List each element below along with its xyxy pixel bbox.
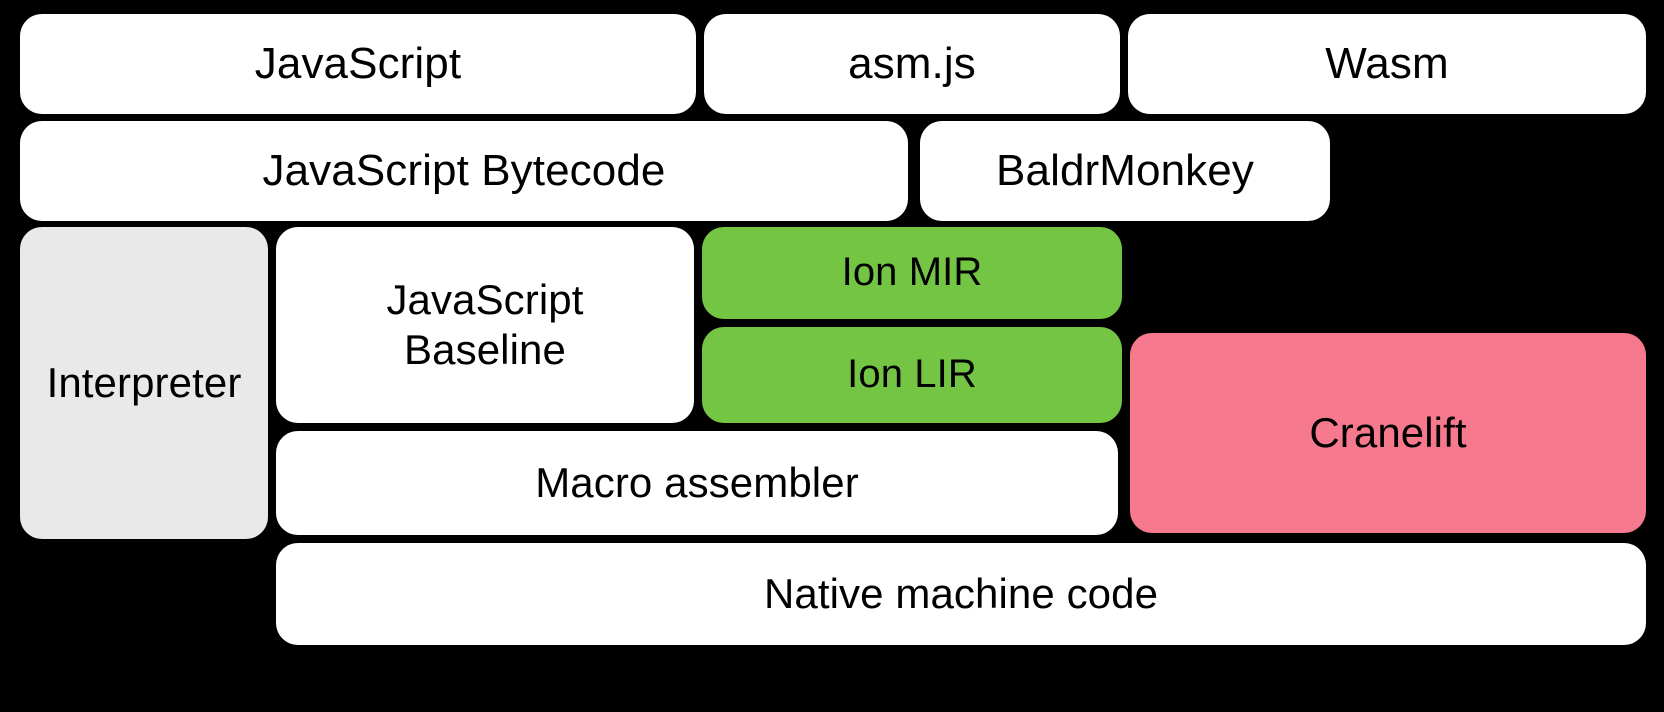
node-interpreter[interactable]: Interpreter [20, 227, 268, 539]
node-javascript[interactable]: JavaScript [20, 14, 696, 114]
node-asm-js[interactable]: asm.js [704, 14, 1120, 114]
node-macro-assembler[interactable]: Macro assembler [276, 431, 1118, 535]
node-ion-lir[interactable]: Ion LIR [702, 327, 1122, 423]
node-javascript-bytecode[interactable]: JavaScript Bytecode [20, 121, 908, 221]
node-baldrmonkey[interactable]: BaldrMonkey [920, 121, 1330, 221]
node-ion-mir[interactable]: Ion MIR [702, 227, 1122, 319]
node-wasm[interactable]: Wasm [1128, 14, 1646, 114]
node-javascript-baseline[interactable]: JavaScript Baseline [276, 227, 694, 423]
node-native-machine-code[interactable]: Native machine code [276, 543, 1646, 645]
node-cranelift[interactable]: Cranelift [1130, 333, 1646, 533]
